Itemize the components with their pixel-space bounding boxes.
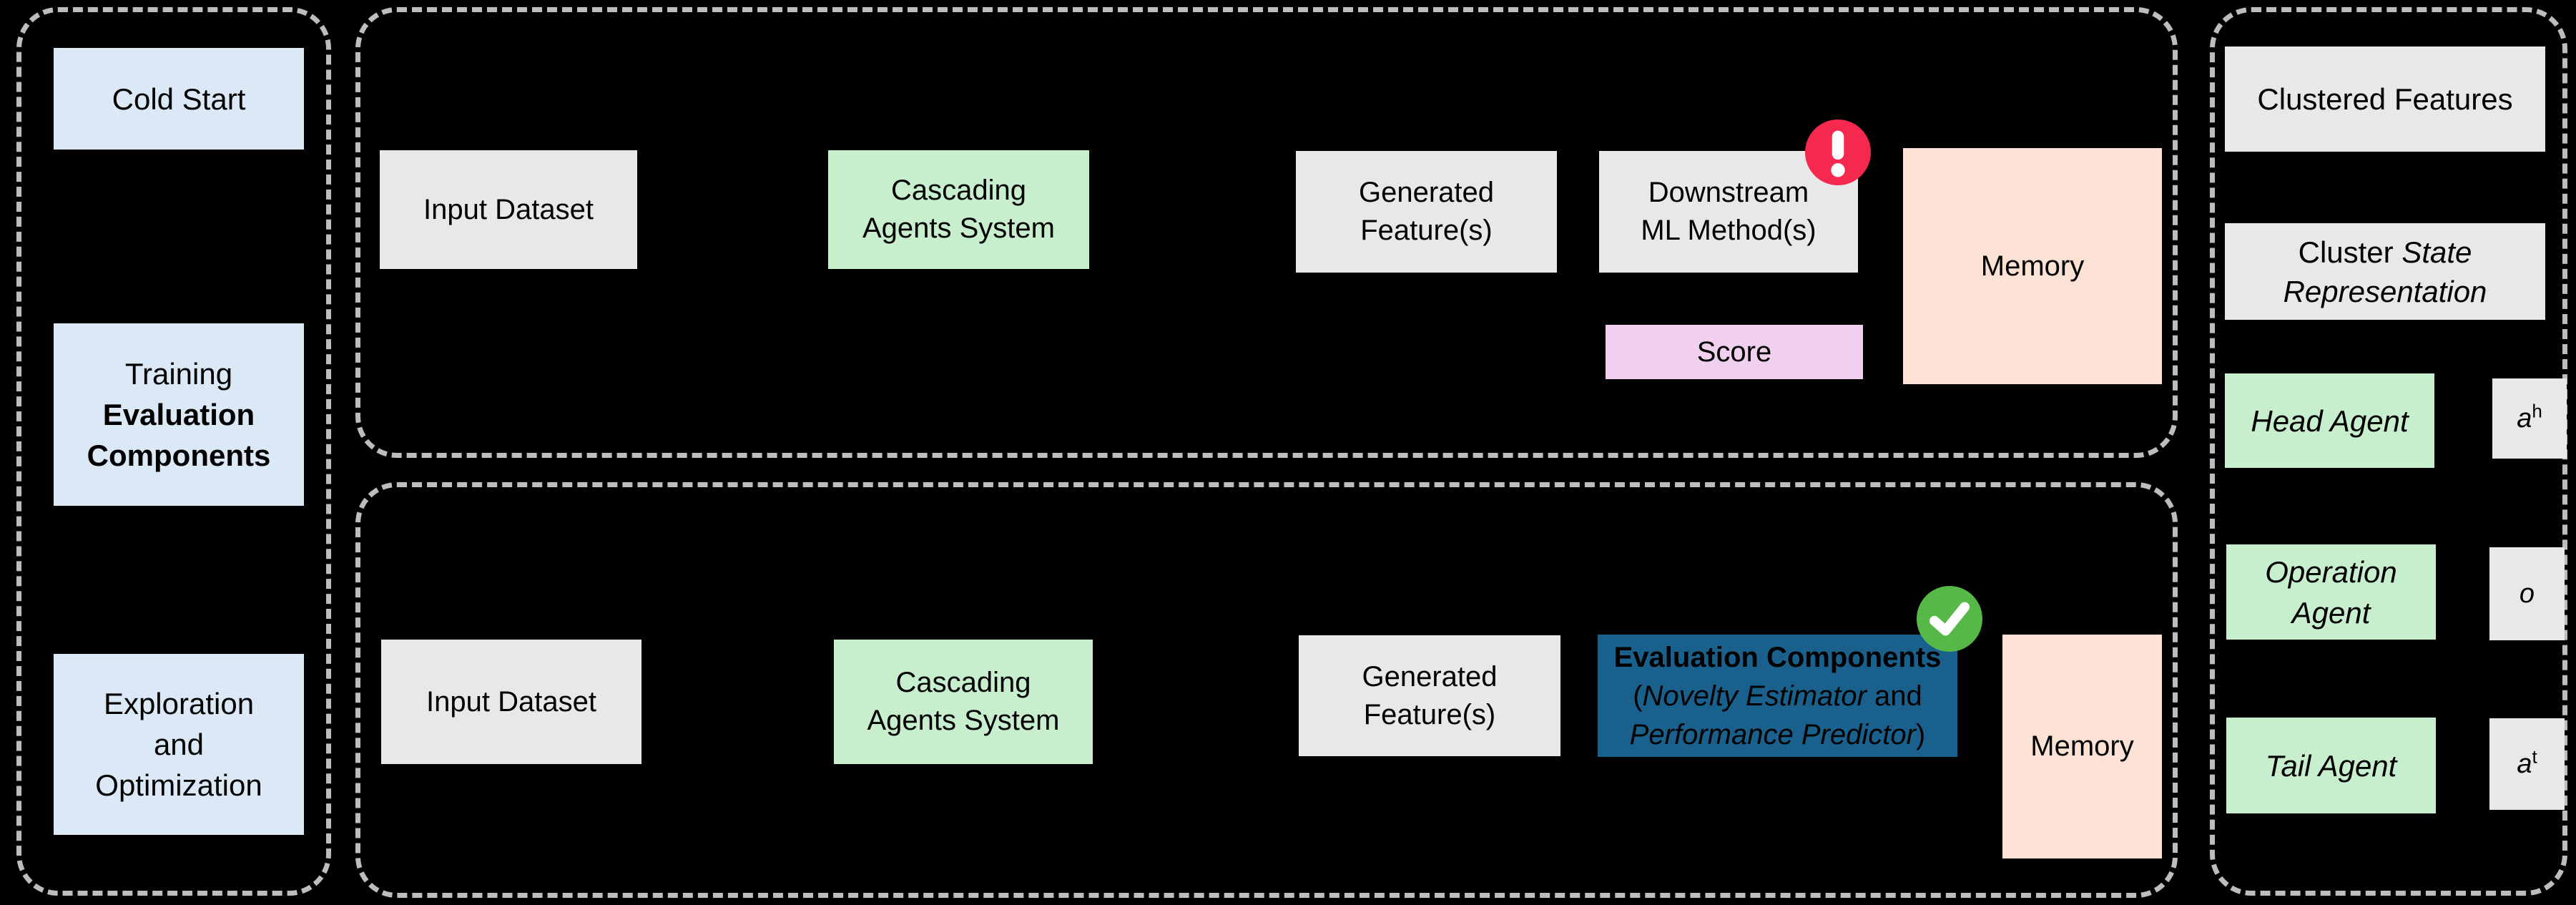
cascading-agents-box-top: Cascading Agents System xyxy=(828,150,1089,269)
exploration-label: Exploration xyxy=(103,687,255,720)
top-flow-panel: Input Dataset Cascading Agents System Ge… xyxy=(355,7,2178,458)
head-action-label: ah xyxy=(2517,400,2542,438)
operation-agent-box: Operation Agent xyxy=(2226,544,2436,640)
tail-action-label: at xyxy=(2517,745,2537,783)
cluster-state-line: Cluster State xyxy=(2299,233,2472,272)
memory-box-bottom: Memory xyxy=(2002,635,2162,858)
bottom-flow-panel: Input Dataset Cascading Agents System Ge… xyxy=(355,482,2178,898)
generated-label-bottom: Generated xyxy=(1362,660,1498,693)
memory-box-top: Memory xyxy=(1903,148,2162,384)
check-icon xyxy=(1917,586,1982,652)
tail-action-superscript: t xyxy=(2532,745,2537,767)
operation-action-box: o xyxy=(2489,547,2565,640)
training-evaluation-components-box: Training Evaluation Components xyxy=(54,323,304,506)
operation-agent-label-line2: Agent xyxy=(2291,595,2371,630)
clustered-features-label: Clustered Features xyxy=(2257,82,2513,116)
tail-agent-box: Tail Agent xyxy=(2226,718,2436,813)
operation-action-symbol: o xyxy=(2519,578,2535,609)
paren-open: ( xyxy=(1633,680,1643,712)
operation-agent-label-line1: Operation xyxy=(2265,554,2397,589)
and-label: and xyxy=(1866,680,1922,712)
tail-agent-label: Tail Agent xyxy=(2265,748,2397,783)
memory-label-top: Memory xyxy=(1980,250,2085,282)
optimization-label: Optimization xyxy=(95,768,262,802)
evaluation-components-detail-line2: Performance Predictor) xyxy=(1630,715,1925,754)
features-label-top: Feature(s) xyxy=(1360,215,1493,246)
head-action-box: ah xyxy=(2492,378,2567,459)
cold-start-label: Cold Start xyxy=(112,82,246,116)
downstream-label: Downstream xyxy=(1648,177,1809,208)
representation-label: Representation xyxy=(2283,274,2487,308)
generated-label-top: Generated xyxy=(1358,177,1495,208)
cold-start-box: Cold Start xyxy=(54,48,304,150)
paren-close: ) xyxy=(1915,718,1926,750)
cluster-state-representation-box: Cluster State Representation xyxy=(2225,223,2545,320)
agents-system-label-top: Agents System xyxy=(862,212,1055,244)
cascading-agents-box-bottom: Cascading Agents System xyxy=(834,640,1093,764)
features-label-bottom: Feature(s) xyxy=(1363,698,1496,730)
training-evaluation-label: Evaluation xyxy=(102,398,255,431)
performance-predictor-label: Performance Predictor xyxy=(1629,718,1916,750)
exclamation-icon xyxy=(1805,119,1871,185)
novelty-estimator-label: Novelty Estimator xyxy=(1642,680,1867,712)
input-dataset-label-top: Input Dataset xyxy=(423,193,594,225)
exploration-and-label: and xyxy=(153,728,205,761)
state-label: State xyxy=(2402,235,2472,269)
left-stages-panel: Cold Start Training Evaluation Component… xyxy=(16,7,331,896)
exploration-optimization-box: Exploration and Optimization xyxy=(54,654,304,835)
cascading-label-top: Cascading xyxy=(890,175,1026,206)
evaluation-components-title: Evaluation Components xyxy=(1613,641,1942,673)
score-box: Score xyxy=(1606,325,1863,379)
error-badge xyxy=(1805,119,1871,185)
right-agents-panel: Clustered Features Cluster State Represe… xyxy=(2210,7,2567,896)
clustered-features-box: Clustered Features xyxy=(2225,47,2545,152)
cascading-label-bottom: Cascading xyxy=(895,667,1031,698)
score-label: Score xyxy=(1696,336,1772,368)
input-dataset-box-top: Input Dataset xyxy=(380,150,637,269)
tail-action-box: at xyxy=(2489,718,2565,810)
evaluation-components-box: Evaluation Components (Novelty Estimator… xyxy=(1598,635,1957,757)
head-action-superscript: h xyxy=(2532,399,2542,421)
generated-features-box-top: Generated Feature(s) xyxy=(1296,151,1557,273)
agents-system-label-bottom: Agents System xyxy=(867,705,1060,736)
head-agent-label: Head Agent xyxy=(2251,403,2409,438)
input-dataset-box-bottom: Input Dataset xyxy=(381,640,641,764)
tail-action-symbol: a xyxy=(2517,748,2532,779)
memory-label-bottom: Memory xyxy=(2030,730,2134,762)
generated-features-box-bottom: Generated Feature(s) xyxy=(1299,635,1560,756)
ml-methods-label: ML Method(s) xyxy=(1641,215,1817,246)
success-badge xyxy=(1917,586,1982,652)
input-dataset-label-bottom: Input Dataset xyxy=(426,685,596,718)
head-action-symbol: a xyxy=(2517,403,2532,434)
training-components-label: Components xyxy=(87,439,271,472)
head-agent-box: Head Agent xyxy=(2225,373,2434,468)
training-label: Training xyxy=(124,357,233,391)
cluster-label: Cluster xyxy=(2298,235,2402,269)
evaluation-components-detail-line1: (Novelty Estimator and xyxy=(1633,677,1922,715)
